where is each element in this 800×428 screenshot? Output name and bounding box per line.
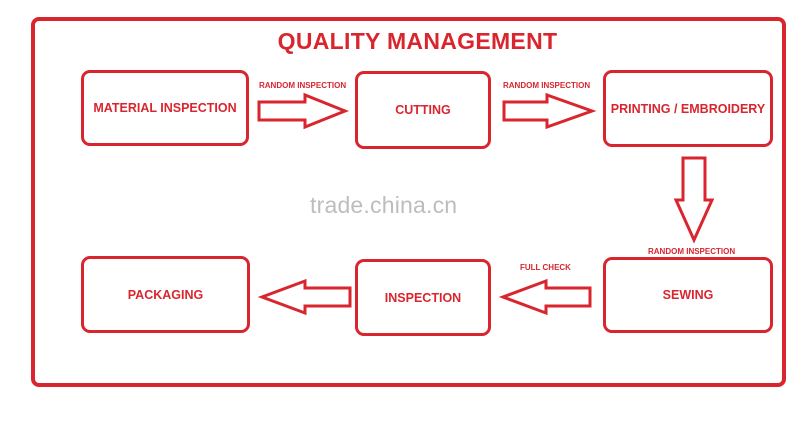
step-label: MATERIAL INSPECTION [93, 101, 237, 115]
diagram-frame [31, 17, 786, 387]
arrow-right-icon [502, 92, 597, 130]
label-random-inspection: RANDOM INSPECTION [503, 81, 591, 90]
diagram-title: QUALITY MANAGEMENT [277, 28, 558, 54]
arrow-down-icon [673, 156, 715, 244]
step-material-inspection: MATERIAL INSPECTION [81, 70, 249, 146]
step-packaging: PACKAGING [81, 256, 250, 333]
step-inspection: INSPECTION [355, 259, 491, 336]
label-random-inspection: RANDOM INSPECTION [259, 81, 347, 90]
arrow-left-icon [257, 278, 352, 316]
label-full-check: FULL CHECK [520, 263, 571, 272]
arrow-right-icon [257, 92, 350, 130]
step-sewing: SEWING [603, 257, 773, 333]
step-cutting: CUTTING [355, 71, 491, 149]
label-random-inspection: RANDOM INSPECTION [648, 247, 736, 256]
step-printing-embroidery: PRINTING / EMBROIDERY [603, 70, 773, 147]
step-label: CUTTING [395, 103, 451, 117]
step-label: PACKAGING [127, 287, 204, 302]
step-label: PRINTING / EMBROIDERY [610, 101, 766, 116]
step-label: INSPECTION [384, 290, 462, 305]
arrow-left-icon [498, 278, 592, 316]
step-label: SEWING [662, 288, 714, 302]
watermark-text: trade.china.cn [310, 192, 458, 218]
